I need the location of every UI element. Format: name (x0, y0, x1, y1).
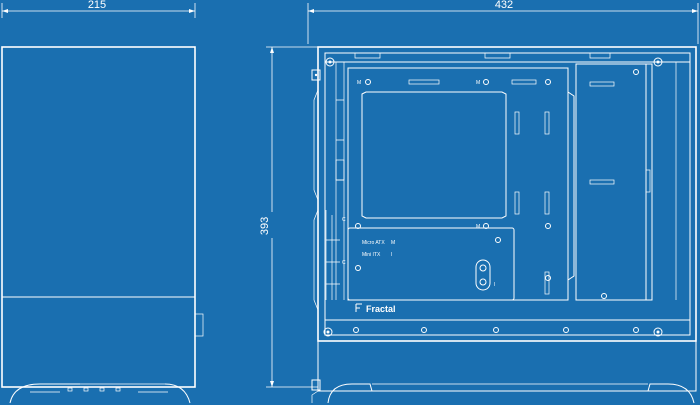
height-label: 393 (259, 217, 271, 235)
top-rail (325, 53, 690, 63)
side-base (311, 340, 697, 404)
board-micro-atx-mark: M (391, 240, 395, 246)
board-mini-itx-mark: I (391, 252, 392, 258)
board-micro-atx-label: Micro ATX (362, 240, 385, 246)
mount-c-label-2: C (342, 260, 346, 266)
side-panel-inner (324, 52, 691, 336)
motherboard-tray (347, 67, 569, 301)
drive-bay-area (325, 62, 345, 300)
board-cutout: Micro ATX M Mini ITX I I (347, 227, 515, 301)
cable-routing-slots (408, 79, 550, 295)
standoff-holes: M M M C C (342, 69, 639, 299)
brand-logo: Fractal (355, 303, 396, 314)
corner-screws (323, 57, 663, 337)
standoff-slot (475, 259, 491, 291)
front-width-dimension: 215 (1, 0, 196, 18)
mount-c-label-1: C (342, 217, 346, 223)
rear-partition (567, 63, 653, 301)
front-width-label: 215 (88, 0, 106, 11)
front-bezel-strip (311, 69, 321, 391)
mount-m-label-2: M (476, 80, 480, 86)
front-panel-outline (1, 46, 196, 388)
bottom-rail (325, 319, 690, 333)
brand-label: Fractal (366, 304, 396, 314)
board-mini-itx-label: Mini ITX (362, 252, 381, 258)
front-io-button (194, 313, 204, 337)
mount-i-label: I (494, 282, 495, 288)
mount-m-label-3: M (476, 224, 480, 230)
mount-m-label-1: M (357, 80, 361, 86)
front-view: 215 (1, 0, 204, 404)
cpu-cutout (361, 91, 507, 219)
front-base (2, 383, 195, 404)
side-panel-outline (317, 46, 697, 342)
height-dimension: 393 (259, 46, 318, 388)
side-depth-dimension: 432 (307, 0, 699, 44)
side-view: 432 (307, 0, 699, 404)
side-depth-label: 432 (495, 0, 513, 11)
